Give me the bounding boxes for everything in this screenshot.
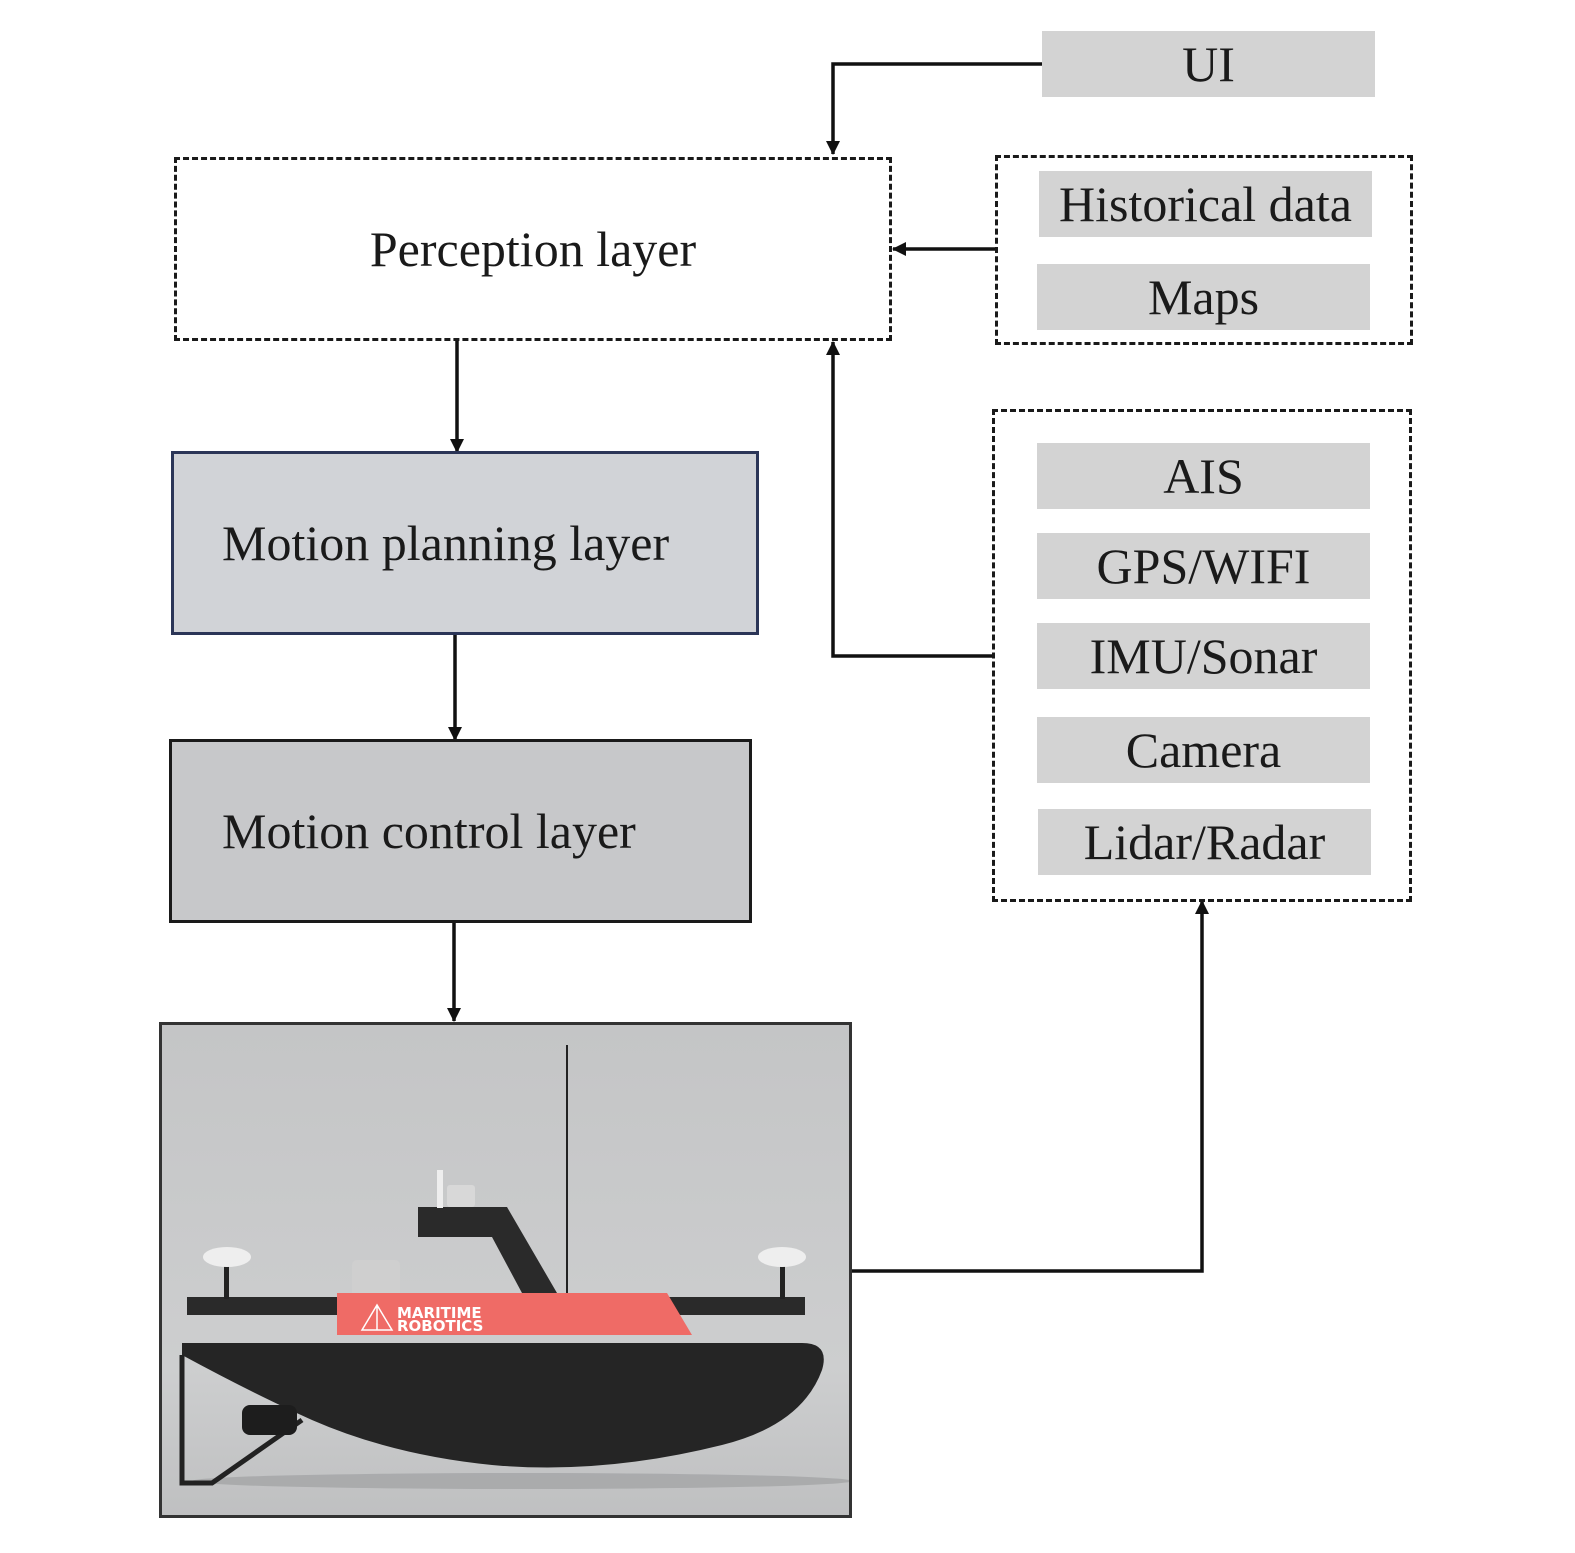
sensor-imu-sonar-label: IMU/Sonar — [1089, 628, 1318, 684]
sensor-lidar-radar-node: Lidar/Radar — [1038, 809, 1371, 875]
sensor-imu-sonar-node: IMU/Sonar — [1037, 623, 1370, 689]
arrow-sensors-to-perception — [826, 341, 993, 658]
vessel-illustration: MARITIME ROBOTICS — [179, 1045, 849, 1489]
hull — [182, 1343, 824, 1468]
sensor-ais-label: AIS — [1163, 448, 1244, 504]
historical-data-label: Historical data — [1059, 176, 1352, 232]
sensor-camera-label: Camera — [1125, 722, 1282, 778]
motion-planning-layer-node: Motion planning layer — [171, 451, 759, 635]
tower-antenna — [437, 1170, 443, 1208]
maps-node: Maps — [1037, 264, 1370, 330]
stern-frame — [179, 1355, 304, 1486]
arrow-ui-to-perception — [826, 62, 1043, 155]
gps-pole-right — [780, 1257, 785, 1299]
gps-dome-left — [203, 1247, 251, 1267]
logo-line1: MARITIME — [397, 1304, 482, 1322]
thruster — [242, 1405, 297, 1435]
ui-label: UI — [1182, 36, 1235, 92]
sensor-group — [992, 409, 1412, 902]
gps-dome-right — [758, 1247, 806, 1267]
gps-pole-left — [224, 1257, 229, 1299]
prior-data-group — [995, 155, 1413, 345]
motion-control-layer-label: Motion control layer — [222, 803, 636, 859]
deck-panel — [337, 1293, 692, 1335]
perception-layer-node: Perception layer — [174, 157, 892, 341]
vessel-image: MARITIME ROBOTICS — [159, 1022, 852, 1518]
historical-data-node: Historical data — [1039, 171, 1372, 237]
ground-shadow — [192, 1473, 849, 1489]
sensor-gps-wifi-node: GPS/WIFI — [1037, 533, 1370, 599]
perception-layer-label: Perception layer — [369, 221, 697, 277]
sensor-tower — [418, 1207, 557, 1293]
logo-line2: ROBOTICS — [397, 1317, 483, 1335]
ui-node: UI — [1042, 31, 1375, 97]
logo-icon — [360, 1303, 394, 1331]
maps-label: Maps — [1147, 269, 1260, 325]
tower-camera — [447, 1185, 475, 1207]
sensor-gps-wifi-label: GPS/WIFI — [1096, 538, 1311, 594]
sensor-camera-node: Camera — [1037, 717, 1370, 783]
arrow-vessel-to-sensors — [852, 900, 1209, 1273]
motion-planning-layer-label: Motion planning layer — [222, 515, 670, 571]
camera-unit — [352, 1260, 400, 1298]
sensor-lidar-radar-label: Lidar/Radar — [1083, 814, 1326, 870]
sensor-ais-node: AIS — [1037, 443, 1370, 509]
motion-control-layer-node: Motion control layer — [169, 739, 752, 923]
